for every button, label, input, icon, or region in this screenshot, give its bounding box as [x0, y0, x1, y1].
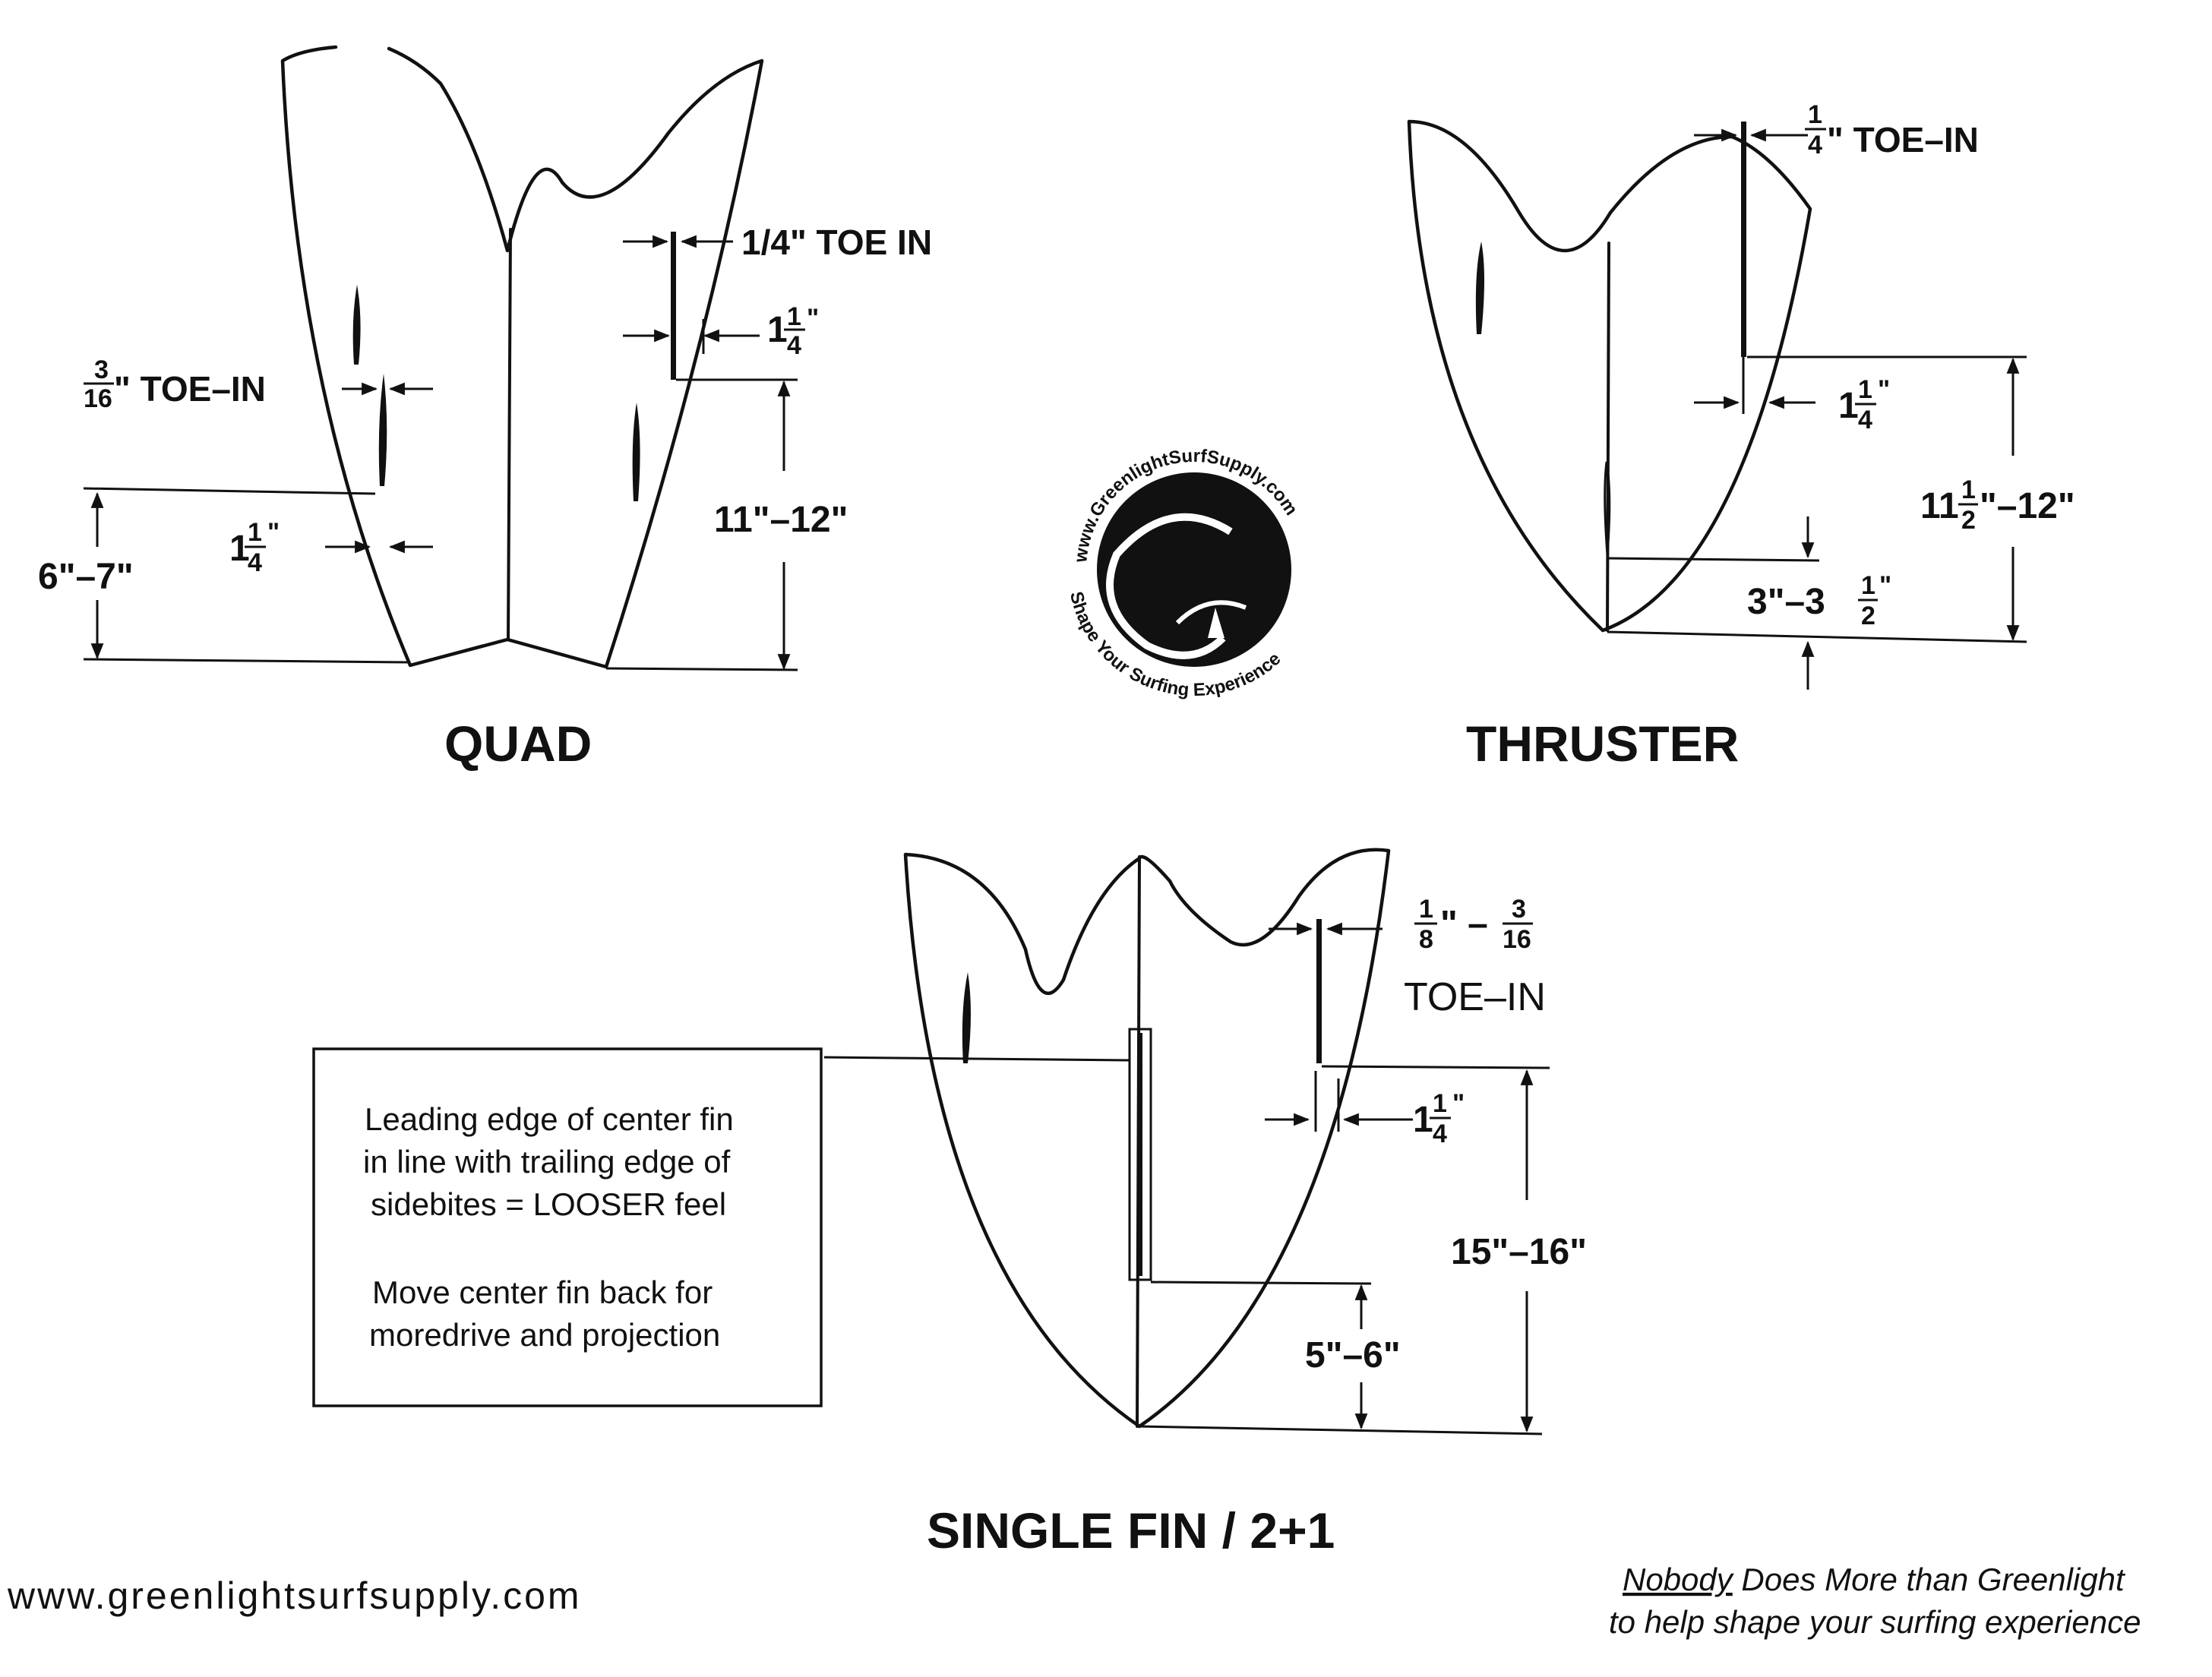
quad-front-toe-num: 3 [94, 355, 109, 384]
single-center-dist-label: 5"–6" [1305, 1335, 1401, 1375]
quad-front-right-fin [632, 403, 640, 501]
single-toe-a-den: 8 [1419, 925, 1433, 954]
quad-rear-right-fin [671, 232, 676, 380]
note-line-4: Move center fin back for [372, 1274, 713, 1310]
single-toe-b-den: 16 [1503, 925, 1531, 954]
thruster-tail-outline [1407, 119, 1812, 633]
quad-title: QUAD [444, 715, 592, 772]
single-toe-sep: " – [1440, 904, 1488, 944]
thruster-tail-ref-line [1607, 630, 2027, 643]
quad-rear-offset-num: 1 [787, 302, 801, 331]
footer-slogan-line-2: to help shape your surfing experience [1609, 1604, 2141, 1640]
greenlight-logo: www.GreenlightSurfSupply.com Shape Your … [1066, 446, 1302, 700]
single-fin-title: SINGLE FIN / 2+1 [927, 1502, 1335, 1559]
single-offset-den: 4 [1433, 1120, 1447, 1148]
single-right-fin [1316, 919, 1322, 1063]
quad-front-offset-inch: " [267, 518, 280, 547]
thruster-toe-label: " TOE–IN [1827, 120, 1979, 159]
thruster-offset-num: 1 [1858, 375, 1872, 404]
quad-stringer [507, 228, 512, 641]
quad-front-offset-num: 1 [248, 518, 262, 547]
thruster-side-dist-whole: 11 [1920, 486, 1959, 526]
note-line-1: Leading edge of center fin [365, 1101, 734, 1137]
quad-rear-offset-den: 4 [787, 331, 801, 360]
thruster-right-fin [1741, 122, 1746, 357]
quad-rear-dist-label: 11"–12" [714, 500, 848, 540]
single-tail-ref-line [1139, 1425, 1543, 1435]
quad-front-left-fin [352, 285, 361, 365]
thruster-offset-inch: " [1878, 375, 1890, 404]
single-tail-outline [903, 848, 1391, 1429]
single-left-fin [962, 972, 971, 1063]
thruster-diagram: 1 4 " TOE–IN 1 1 4 " 11 1 2 "–12" 3"–3 1… [1407, 100, 2075, 772]
single-offset-num: 1 [1433, 1089, 1447, 1118]
quad-tail-outline [280, 45, 764, 669]
thruster-stringer [1606, 242, 1610, 632]
quad-front-toe-den: 16 [84, 384, 112, 413]
thruster-offset-whole: 1 [1838, 386, 1859, 426]
single-center-fin-box [1128, 1028, 1152, 1281]
single-offset-whole: 1 [1413, 1100, 1433, 1140]
thruster-left-fin [1475, 242, 1484, 334]
logo-disc [1097, 472, 1291, 667]
note-line-3: sidebites = LOOSER feel [371, 1186, 726, 1222]
note-line-5: moredrive and projection [369, 1317, 720, 1353]
single-center-fin [1138, 1033, 1142, 1276]
note-box [312, 1047, 823, 1407]
single-toe-b-num: 3 [1512, 895, 1526, 924]
thruster-center-fin [1604, 461, 1611, 555]
thruster-center-ref-line [1607, 557, 1820, 562]
thruster-center-dist-inch: " [1879, 571, 1891, 600]
quad-front-offset-whole: 1 [229, 529, 250, 569]
thruster-toe-num: 1 [1808, 100, 1822, 129]
quad-rear-toe-label: 1/4" TOE IN [741, 223, 932, 262]
thruster-center-dist-den: 2 [1861, 602, 1875, 630]
thruster-side-dist-den: 2 [1961, 506, 1976, 535]
thruster-offset-den: 4 [1858, 406, 1872, 434]
single-sidebite-ref-line [823, 1056, 1131, 1062]
single-toe-label: TOE–IN [1404, 975, 1546, 1019]
quad-front-toe-label: " TOE–IN [114, 369, 266, 409]
slogan-rest: Does More than Greenlight [1733, 1562, 2126, 1597]
wave-surfer-icon [1106, 513, 1233, 659]
quad-front-ref-line [83, 487, 376, 495]
quad-front-dist-label: 6"–7" [38, 557, 134, 597]
footer-slogan-line-1: Nobody Does More than Greenlight [1623, 1562, 2126, 1597]
thruster-toe-den: 4 [1808, 131, 1822, 159]
footer-website: www.greenlightsurfsupply.com [7, 1574, 582, 1617]
quad-tail-ref-line-right [605, 667, 798, 671]
quad-tail-ref-line-left [83, 658, 411, 664]
quad-diagram: 1/4" TOE IN 1 1 4 " 3 16 " TOE–IN 1 1 4 … [38, 45, 932, 772]
thruster-side-dist-suffix: "–12" [1980, 486, 2075, 526]
single-fin-diagram: 1 8 " – 3 16 TOE–IN 1 1 4 " 15"–16" 5"–6… [312, 848, 1587, 1559]
single-side-ref-line [1321, 1065, 1550, 1069]
thruster-side-dist-num: 1 [1961, 475, 1976, 504]
quad-rear-left-fin [378, 374, 387, 486]
thruster-center-dist-num: 1 [1861, 571, 1875, 600]
quad-rear-offset-inch: " [807, 304, 819, 333]
slogan-emph: Nobody [1623, 1562, 1735, 1597]
single-center-ref-line [1150, 1281, 1372, 1285]
single-side-dist-label: 15"–16" [1451, 1232, 1587, 1272]
single-toe-a-num: 1 [1419, 895, 1433, 924]
note-line-2: in line with trailing edge of [363, 1144, 731, 1180]
thruster-title: THRUSTER [1466, 715, 1739, 772]
thruster-center-dist-prefix: 3"–3 [1747, 582, 1825, 622]
quad-front-offset-den: 4 [248, 548, 262, 577]
single-offset-inch: " [1452, 1089, 1465, 1118]
